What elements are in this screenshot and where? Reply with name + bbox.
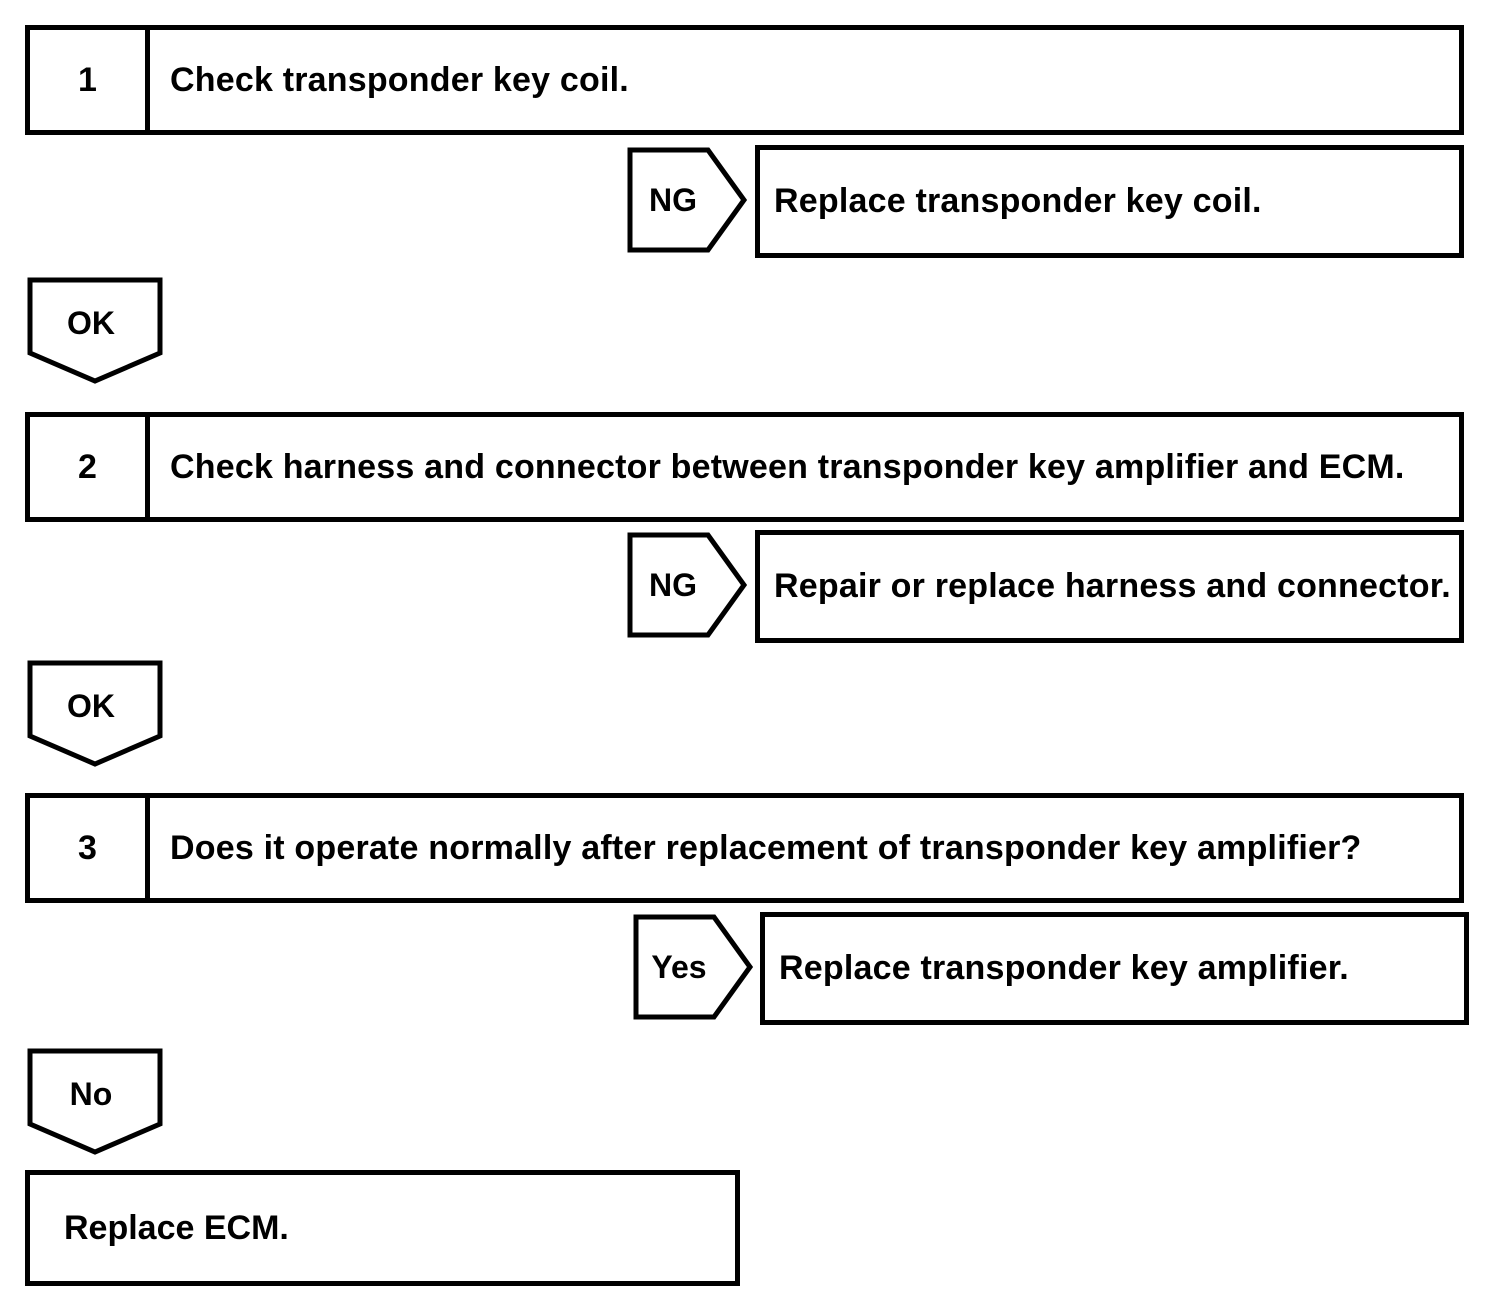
down-arrow-pentagon (27, 277, 163, 384)
result-box-2: Repair or replace harness and connector. (755, 530, 1464, 643)
branch-tag-label: NG (649, 567, 697, 603)
down-arrow-pentagon (27, 1048, 163, 1155)
step-instruction: Check transponder key coil. (170, 60, 629, 99)
down-arrow-pentagon (27, 660, 163, 767)
continue-tag-no: No (27, 1048, 163, 1155)
right-arrow-pentagon (633, 914, 753, 1020)
step-number: 2 (30, 417, 150, 517)
step-number: 1 (30, 30, 150, 130)
right-arrow-pentagon (627, 532, 747, 638)
step-box-3: 3 Does it operate normally after replace… (25, 793, 1464, 903)
continue-tag-label: OK (67, 688, 115, 724)
branch-tag-ng-1: NG (627, 147, 747, 253)
result-box-1: Replace transponder key coil. (755, 145, 1464, 258)
branch-tag-label: NG (649, 182, 697, 218)
continue-tag-label: No (70, 1076, 113, 1112)
continue-tag-ok-1: OK (27, 277, 163, 384)
step-number: 3 (30, 798, 150, 898)
step-instruction: Does it operate normally after replaceme… (170, 828, 1362, 867)
branch-tag-yes: Yes (633, 914, 753, 1020)
step-box-2: 2 Check harness and connector between tr… (25, 412, 1464, 522)
result-box-3: Replace transponder key amplifier. (760, 912, 1469, 1025)
step-box-1: 1 Check transponder key coil. (25, 25, 1464, 135)
branch-tag-ng-2: NG (627, 532, 747, 638)
final-action-box: Replace ECM. (25, 1170, 740, 1286)
branch-tag-label: Yes (651, 949, 706, 985)
continue-tag-ok-2: OK (27, 660, 163, 767)
step-instruction: Check harness and connector between tran… (170, 447, 1405, 486)
right-arrow-pentagon (627, 147, 747, 253)
continue-tag-label: OK (67, 305, 115, 341)
